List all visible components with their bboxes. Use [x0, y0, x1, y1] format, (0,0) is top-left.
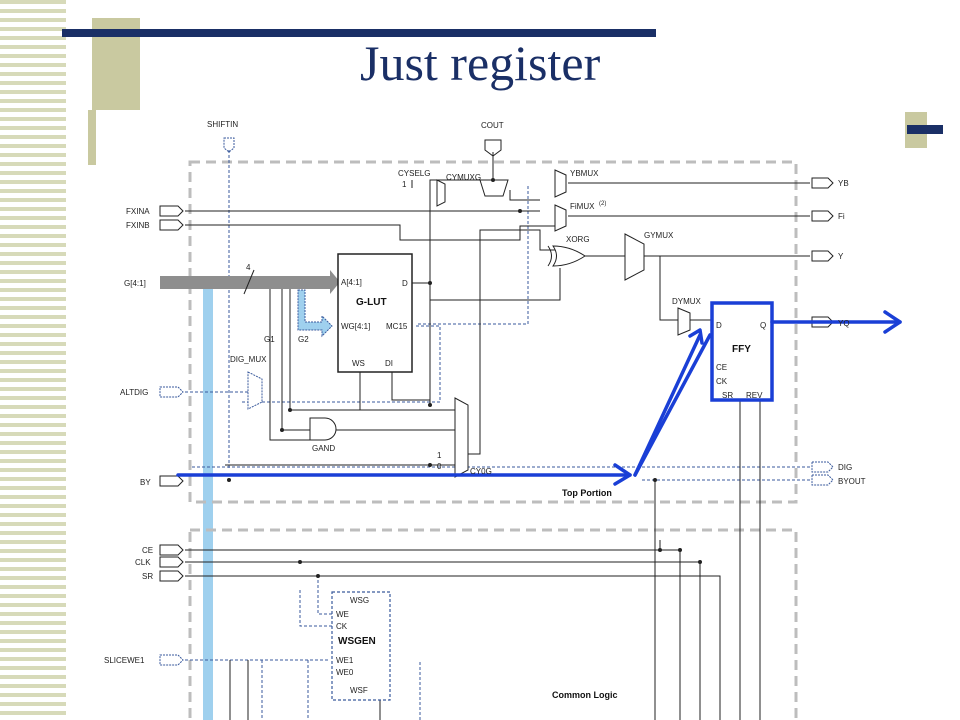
wsgen-pin-we: WE	[336, 610, 349, 619]
wsgen-pin-we1: WE1	[336, 656, 354, 665]
decorative-block-small	[88, 110, 96, 165]
ffy-pin-ck: CK	[716, 377, 728, 386]
slicewe1-label: SLICEWE1	[104, 656, 145, 665]
fimux-superscript: (2)	[599, 201, 606, 207]
top-portion-label: Top Portion	[562, 488, 612, 498]
dig-mux-label: DIG_MUX	[230, 355, 267, 364]
common-logic-region	[188, 528, 798, 720]
g-lut-pin-a: A[4:1]	[341, 278, 362, 287]
dymux-label: DYMUX	[672, 297, 702, 306]
fimux-label: FiMUX	[570, 202, 595, 211]
g-bus-arrow	[330, 270, 340, 294]
wsgen-pin-wsf: WSF	[350, 686, 368, 695]
yb-label: YB	[838, 179, 849, 188]
mux-symbols	[436, 169, 691, 478]
shiftin-net	[185, 150, 810, 720]
wsgen-name: WSGEN	[338, 636, 376, 647]
ffy-block	[710, 301, 774, 402]
xorg-label: XORG	[566, 235, 590, 244]
wsgen-pin-ck: CK	[336, 622, 348, 631]
g-lut-pin-di: DI	[385, 359, 393, 368]
g-bus-label: G[4:1]	[124, 279, 146, 288]
fxina-label: FXINA	[126, 207, 150, 216]
ffy-pin-d: D	[716, 321, 722, 330]
ffy-pin-sr: SR	[722, 391, 733, 400]
wsgen-pin-we0: WE0	[336, 668, 354, 677]
decorative-stripes	[0, 0, 66, 720]
g-lut-pin-d: D	[402, 279, 408, 288]
wsgen-pin-wsg: WSG	[350, 596, 369, 605]
gymux-label: GYMUX	[644, 231, 674, 240]
logic-nets	[185, 152, 810, 720]
register-path-highlight	[176, 310, 902, 486]
cyselg-label: CYSELG	[398, 169, 430, 178]
g-lut-block	[337, 253, 413, 373]
g-bus	[160, 276, 330, 289]
dig-mux-symbol	[247, 371, 263, 410]
g-lut-pin-mc: MC15	[386, 322, 408, 331]
decorative-bar-right	[907, 125, 943, 134]
ffy-pin-q: Q	[760, 321, 766, 330]
and-gate	[309, 417, 337, 441]
cout-label: COUT	[481, 121, 504, 130]
clk-label: CLK	[135, 558, 151, 567]
wsgen-block	[331, 591, 391, 701]
title-rule	[62, 29, 656, 37]
junctions	[227, 178, 702, 578]
g-lut-pin-wg: WG[4:1]	[341, 322, 370, 331]
fi-label: Fi	[838, 212, 845, 221]
top-portion-region	[188, 160, 798, 504]
xor-gate	[552, 245, 586, 267]
shift-column	[203, 285, 213, 720]
bus-width-label: 4	[246, 263, 251, 272]
cymuxg-label: CYMUXG	[446, 173, 481, 182]
ffy-name: FFY	[732, 344, 751, 355]
g-lut-name: G-LUT	[356, 297, 387, 308]
ffy-pin-rev: REV	[746, 391, 763, 400]
wg-bus	[297, 289, 333, 338]
ce-label: CE	[142, 546, 153, 555]
gand-label: GAND	[312, 444, 335, 453]
g-lut-pin-ws: WS	[352, 359, 365, 368]
cyselg-value: 1	[402, 180, 407, 189]
common-logic-label: Common Logic	[552, 690, 618, 700]
dashed-port-symbols	[159, 386, 834, 666]
g2-label: G2	[298, 335, 309, 344]
y-label: Y	[838, 252, 844, 261]
port-symbols	[159, 139, 834, 582]
yq-label: YQ	[838, 319, 850, 328]
fxinb-label: FXINB	[126, 221, 150, 230]
by-label: BY	[140, 478, 151, 487]
zero-label: 0	[437, 462, 442, 471]
altdig-label: ALTDIG	[120, 388, 148, 397]
ybmux-label: YBMUX	[570, 169, 599, 178]
slide-title: Just register	[360, 35, 601, 91]
ffy-pin-ce: CE	[716, 363, 727, 372]
g1-label: G1	[264, 335, 275, 344]
dig-label: DIG	[838, 463, 852, 472]
shiftin-port	[223, 137, 235, 153]
sr-label: SR	[142, 572, 153, 581]
shiftin-label: SHIFTIN	[207, 120, 238, 129]
byout-label: BYOUT	[838, 477, 866, 486]
cy0g-label: CY0G	[470, 467, 492, 476]
one-label: 1	[437, 451, 442, 460]
